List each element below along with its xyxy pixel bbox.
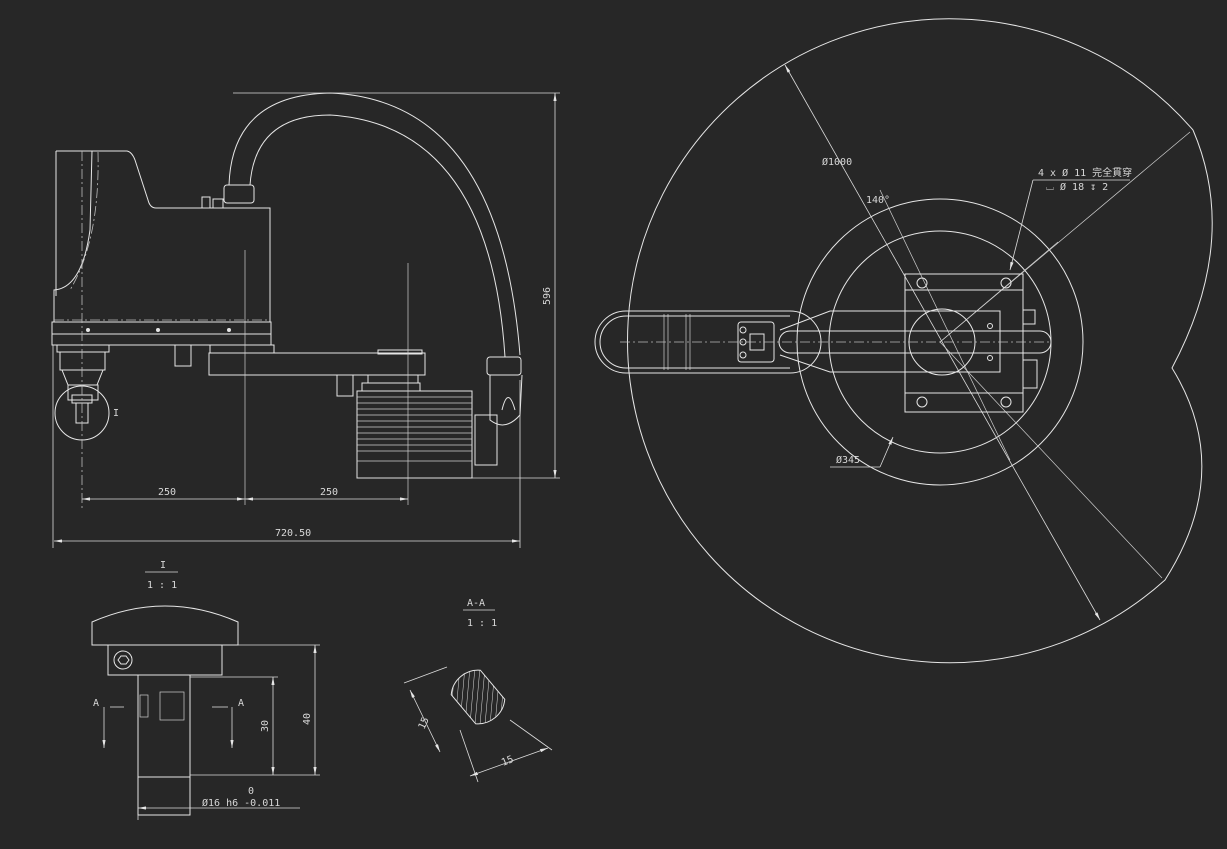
dim-flat2: 15 [500, 754, 515, 769]
side-view: I 596 250 250 720.50 [51, 92, 560, 548]
hole-note-1: 4 x Ø 11 完全貫穿 [1038, 166, 1132, 179]
dim-arm2: 250 [320, 487, 338, 498]
tol-upper: 0 [248, 786, 254, 797]
section-mark-left: A [93, 698, 99, 709]
section-mark-right: A [238, 698, 244, 709]
dim-reach: Ø1000 [822, 156, 852, 168]
dim-shaft: Ø16 h6 -0.011 [202, 797, 280, 809]
detail-title: I [160, 560, 166, 571]
base-plate [904, 273, 1038, 413]
detail-I-callout: I [54, 385, 119, 441]
section-AA-view: A-A 1 : 1 15 15 [403, 598, 553, 783]
dim-30: 30 [260, 720, 271, 732]
dim-total: 720.50 [275, 528, 311, 539]
detail-scale: 1 : 1 [147, 580, 177, 591]
detail-marker: I [113, 408, 119, 419]
dimensions: 596 250 250 720.50 [52, 92, 560, 548]
dim-angle: 140° [866, 195, 890, 206]
leader-notes: 4 x Ø 11 完全貫穿 ⌴ Ø 18 ↧ 2 Ø345 [830, 166, 1132, 468]
inner-arm [620, 310, 1052, 373]
hole-note-2: ⌴ Ø 18 ↧ 2 [1046, 181, 1108, 193]
dim-flat1: 15 [417, 716, 432, 732]
top-view: Ø1000 140° [594, 18, 1213, 664]
work-envelope [627, 18, 1213, 664]
dim-40: 40 [302, 713, 313, 725]
detail-I-view: I 1 : 1 A A 30 40 0 Ø16 h6 -0.011 [91, 560, 320, 820]
dim-height: 596 [542, 287, 553, 305]
arm-links [56, 344, 426, 401]
cable-hose [223, 92, 523, 466]
dim-arm1: 250 [158, 487, 176, 498]
motor-housing [356, 390, 473, 479]
dim-inner: Ø345 [836, 454, 860, 466]
section-scale: 1 : 1 [467, 618, 497, 629]
base-column [51, 150, 272, 346]
centerlines [81, 151, 409, 510]
section-title: A-A [467, 598, 485, 609]
